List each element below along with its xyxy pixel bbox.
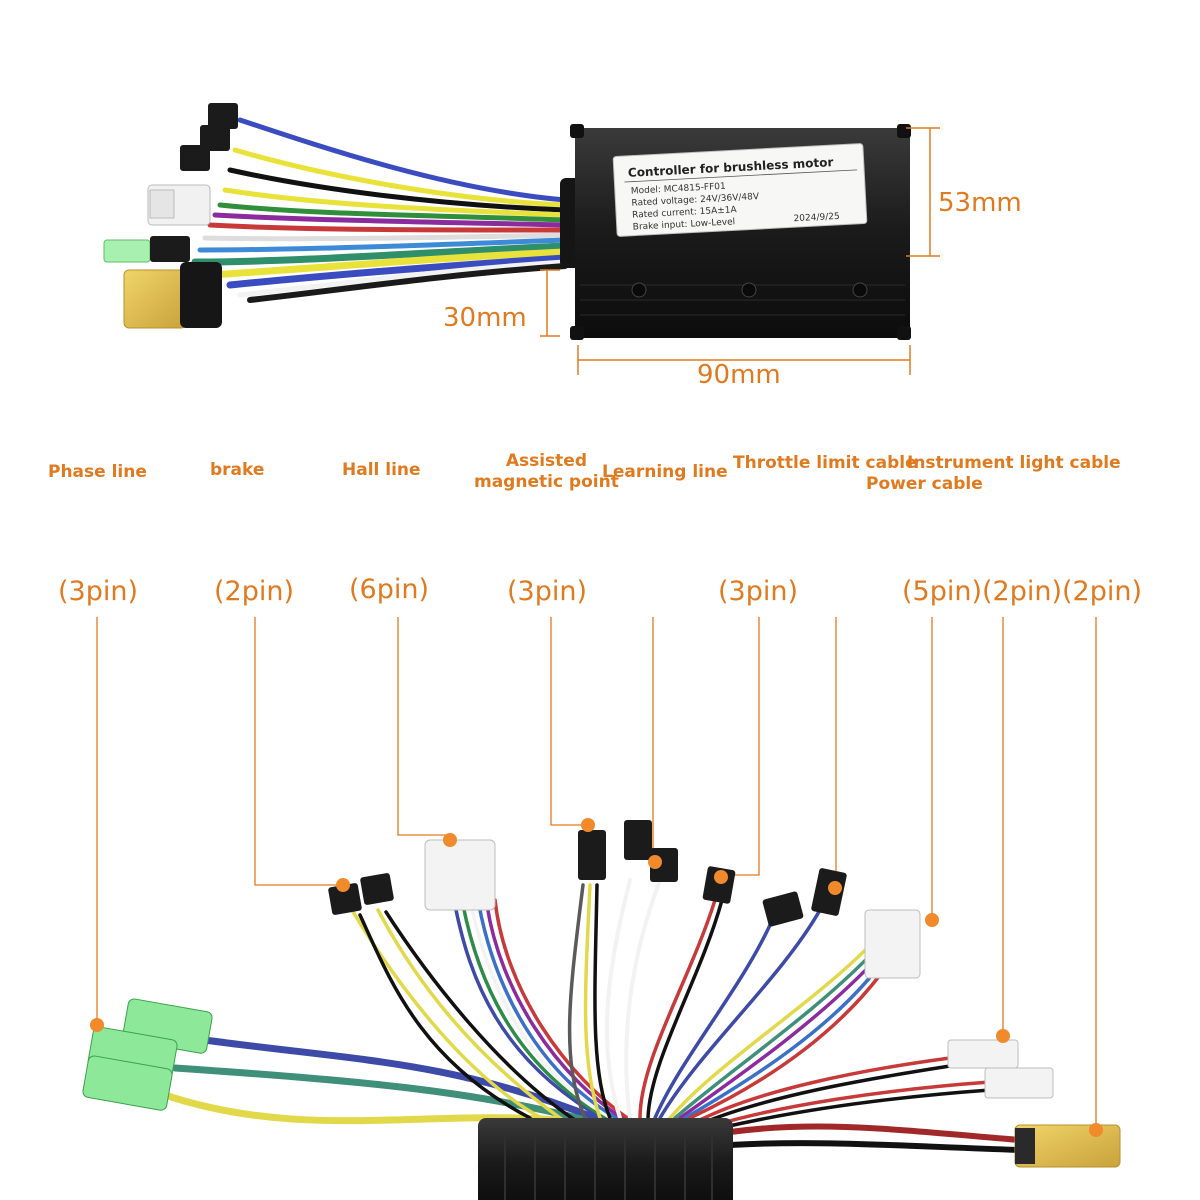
top-connectors <box>103 103 238 329</box>
label-date: 2024/9/25 <box>793 212 840 224</box>
label-model: Model: MC4815-FF01 <box>631 182 726 197</box>
assisted-magnetic-point-label: Assisted magnetic point <box>474 451 619 492</box>
power-cable-label: Power cable <box>866 474 983 494</box>
throttle-pin-count: (3pin) <box>718 576 798 607</box>
phase-pin-count: (3pin) <box>58 576 138 607</box>
assisted-pin-count: (3pin) <box>507 576 587 607</box>
phase-line-label: Phase line <box>48 462 147 482</box>
hall-pin-count: (6pin) <box>349 574 429 605</box>
wiring-diagram <box>82 617 1121 1200</box>
depth-dimension: 30mm <box>443 303 527 333</box>
hall-line-label: Hall line <box>342 460 421 480</box>
brake-pin-count: (2pin) <box>214 576 294 607</box>
top-controller: Controller for brushless motor Model: MC… <box>103 103 940 375</box>
height-dimension: 53mm <box>938 188 1022 218</box>
instrument-light-cable-label: Instrument light cable <box>907 453 1121 473</box>
product-label: Controller for brushless motor Model: MC… <box>612 143 868 237</box>
bottom-connectors <box>82 820 1121 1168</box>
wires <box>161 878 1023 1153</box>
throttle-limit-cable-label: Throttle limit cable <box>733 453 917 473</box>
leader-lines <box>96 617 1097 1128</box>
brake-label: brake <box>210 460 265 480</box>
width-dimension: 90mm <box>697 360 781 390</box>
dimension-lines <box>540 127 940 375</box>
controller-housing-bottom <box>478 1118 733 1200</box>
learning-line-label: Learning line <box>602 462 728 482</box>
throttle-group-pin-count: (5pin)(2pin)(2pin) <box>902 576 1142 607</box>
pin-markers <box>90 818 1103 1137</box>
top-cable-bundle <box>191 117 569 303</box>
